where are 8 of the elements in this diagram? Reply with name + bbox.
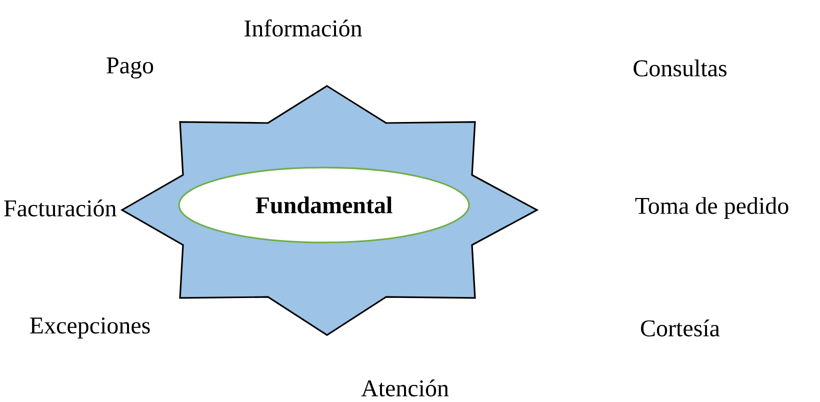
label: Toma de pedido: [635, 197, 788, 219]
label: Información: [244, 19, 362, 37]
label: Facturación: [4, 200, 116, 216]
label: Atención: [361, 380, 449, 396]
label: Consultas: [634, 60, 726, 76]
label: Pago: [106, 58, 154, 78]
label: Excepciones: [30, 317, 150, 338]
label: Cortesía: [641, 320, 720, 336]
